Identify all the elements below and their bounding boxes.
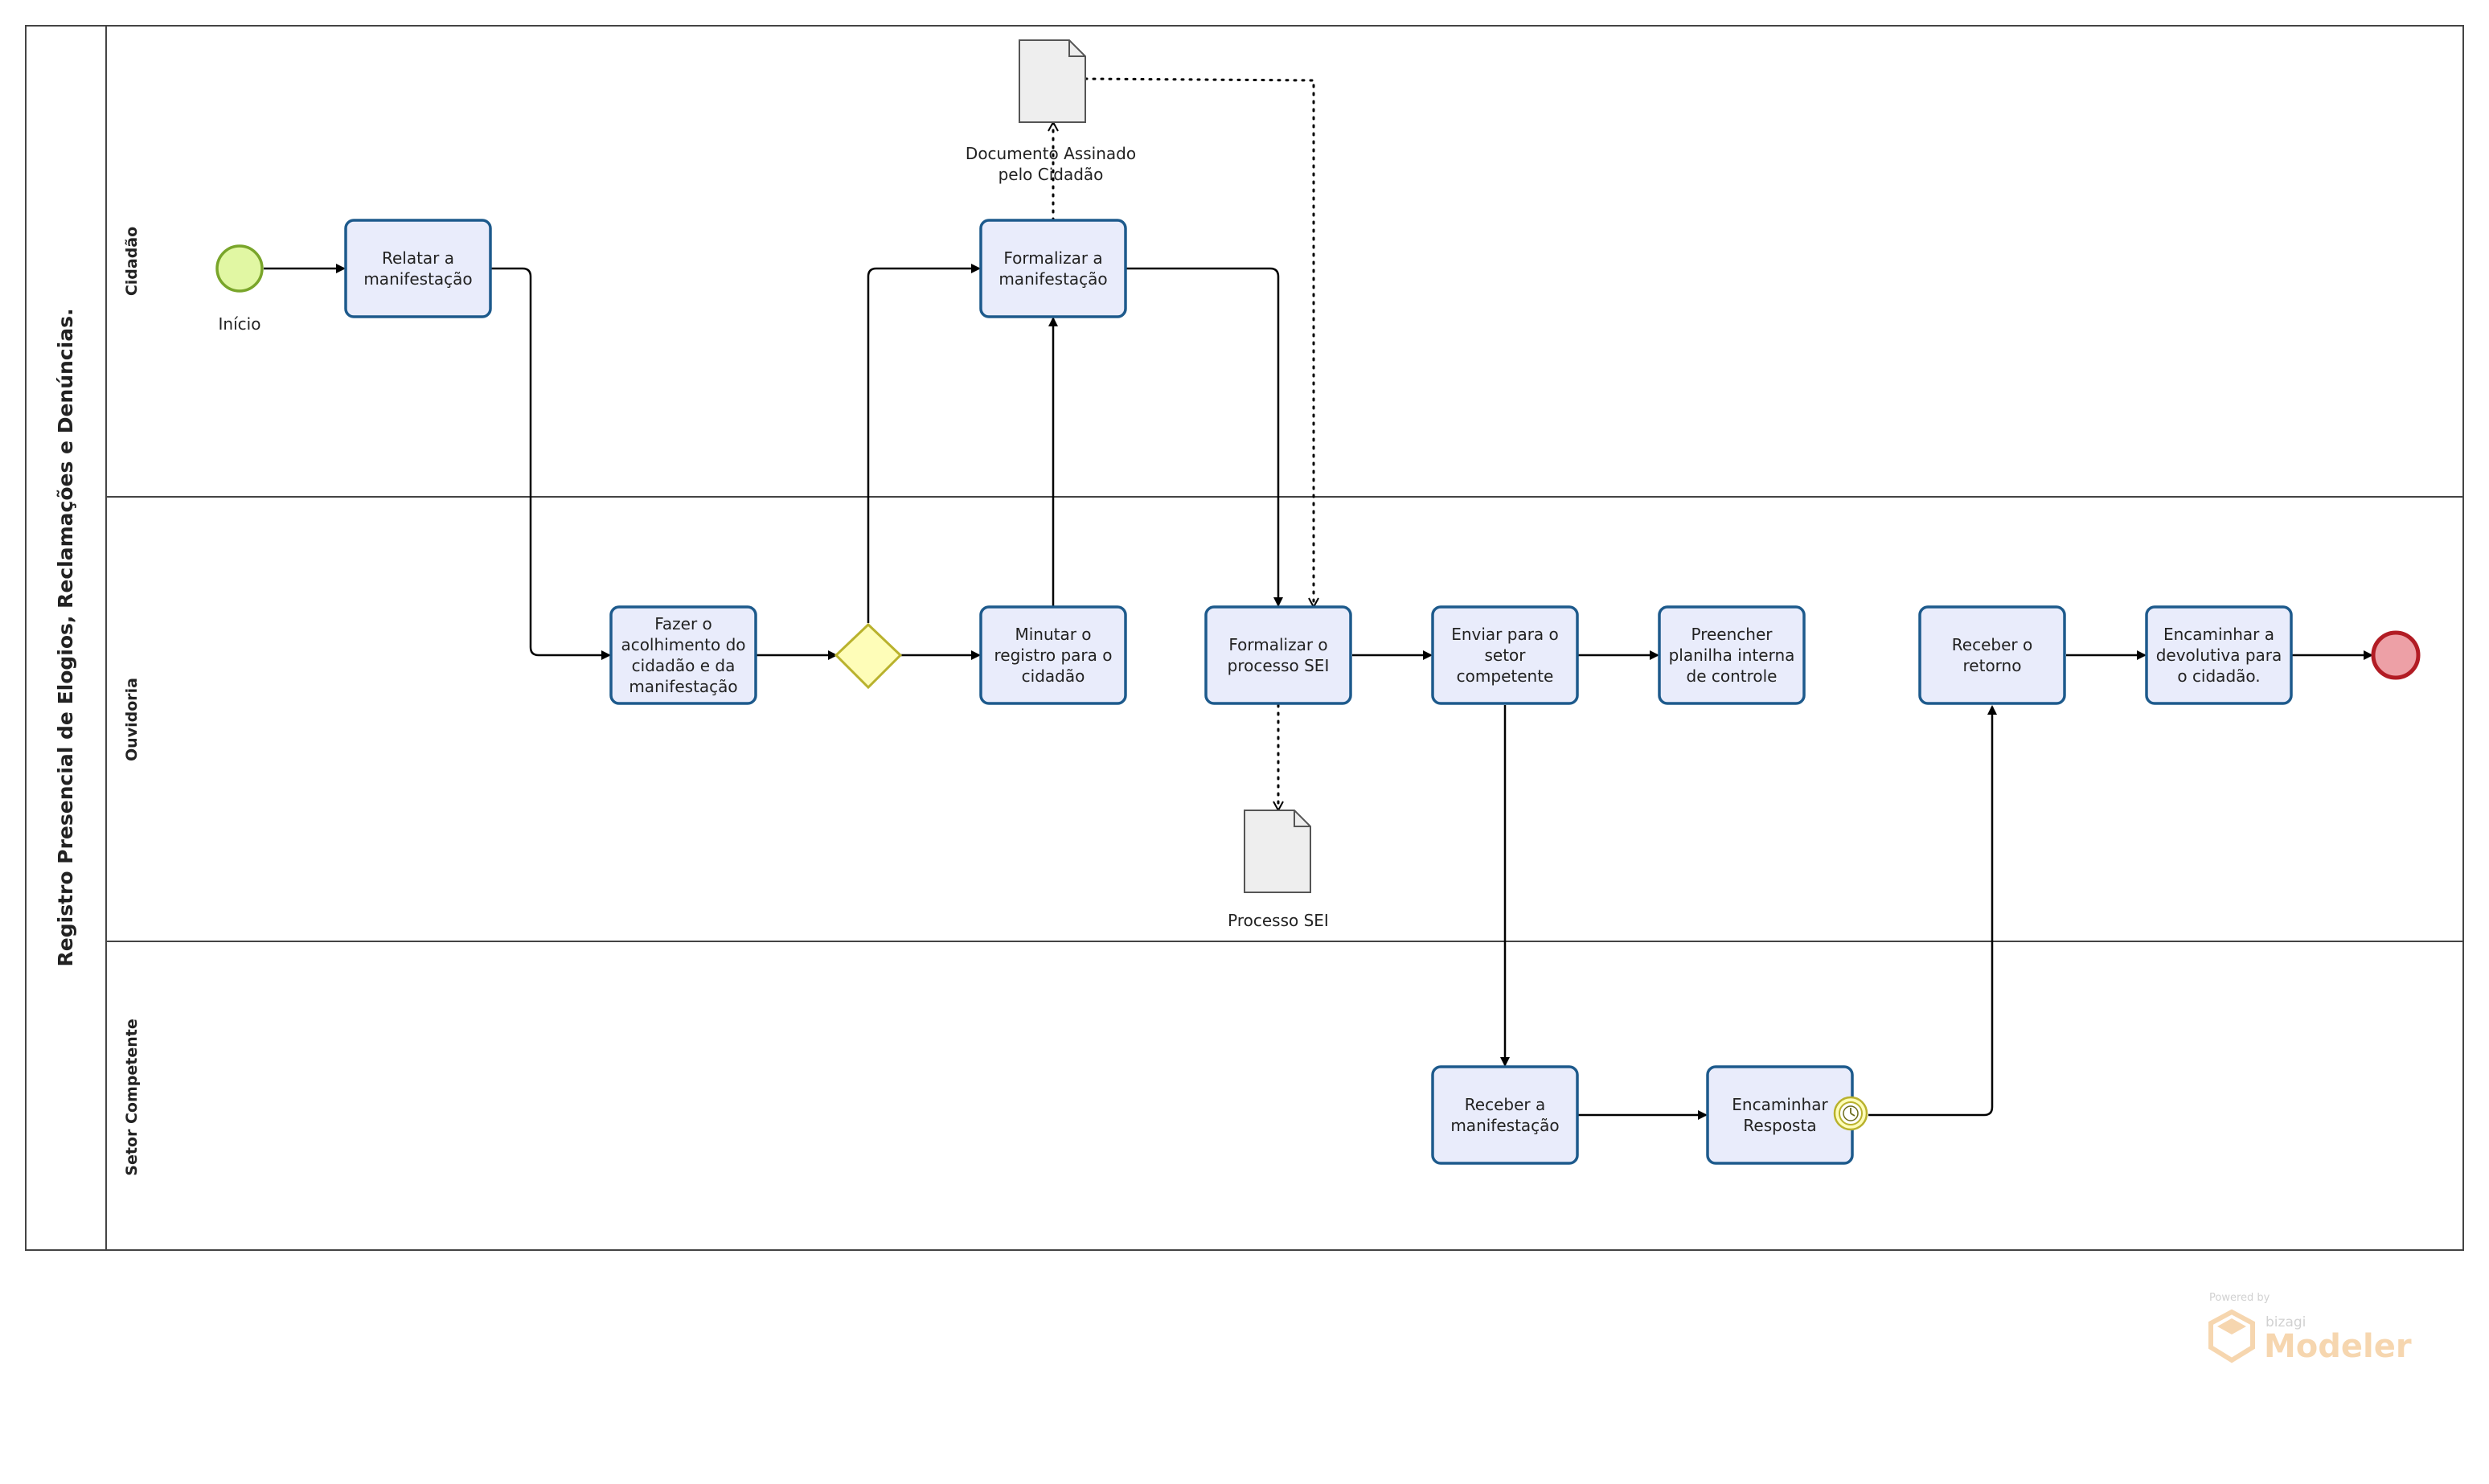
flow-relatar-to-fazer[interactable] — [490, 267, 611, 660]
powered-by-text: Powered by — [2209, 1292, 2270, 1304]
end-event[interactable] — [2371, 630, 2421, 680]
task-label-line: setor — [1484, 646, 1526, 665]
task-label-line: Preencher — [1691, 625, 1773, 644]
task-fazer[interactable]: Fazer o acolhimento do cidadão e da manifes… — [609, 605, 757, 705]
task-label-line: Relatar a — [382, 248, 454, 268]
task-receber-manif[interactable]: Receber a manifestação — [1431, 1065, 1579, 1165]
task-label-line: Receber o — [1952, 635, 2032, 654]
lane-label-cidadao: Cidadão — [123, 227, 141, 296]
flow-gateway-to-formalizar-manif[interactable] — [867, 264, 981, 623]
lane-setor-competente: Setor Competente — [123, 1019, 141, 1175]
lane-ouvidoria: Ouvidoria — [106, 678, 2463, 942]
task-label-line: registro para o — [994, 646, 1112, 665]
product-name: Modeler — [2264, 1328, 2412, 1365]
task-label-line: retorno — [1963, 656, 2022, 675]
task-label-line: Enviar para o — [1451, 625, 1559, 644]
lane-label-ouvidoria: Ouvidoria — [123, 678, 141, 761]
task-label-line: Receber a — [1465, 1095, 1545, 1114]
task-label-line: Encaminhar — [1732, 1095, 1828, 1114]
flow-timer-to-receber-retorno[interactable] — [1868, 705, 1997, 1117]
start-event[interactable] — [215, 244, 264, 293]
task-formalizar-sei[interactable]: Formalizar o processo SEI — [1204, 605, 1352, 705]
bizagi-logo-icon — [2208, 1309, 2255, 1363]
exclusive-gateway[interactable] — [834, 622, 903, 690]
task-label-line: manifestação — [998, 269, 1107, 289]
task-label-line: Resposta — [1743, 1116, 1816, 1135]
sequence-flows — [264, 264, 2373, 1120]
task-label-line: o cidadão. — [2177, 666, 2260, 686]
task-label-line: processo SEI — [1228, 656, 1330, 675]
document-icon — [1019, 39, 1086, 123]
branding-watermark: Powered by bizagi Modeler — [2208, 1292, 2412, 1365]
task-label-line: planilha interna — [1669, 646, 1795, 665]
flow-formalizar-manif-to-formalizar-sei[interactable] — [1126, 267, 1283, 607]
task-label-line: de controle — [1687, 666, 1778, 686]
task-label-line: acolhimento do — [621, 635, 745, 654]
clock-icon — [1843, 1105, 1859, 1121]
task-label-line: manifestação — [1450, 1116, 1559, 1135]
task-label-line: devolutiva para — [2156, 646, 2282, 665]
task-label-line: Fazer o — [654, 614, 712, 633]
task-label-line: competente — [1457, 666, 1554, 686]
task-label-line: Encaminhar a — [2163, 625, 2274, 644]
artifact-label-line-1: Documento Assinado — [966, 144, 1136, 163]
timer-boundary-event[interactable] — [1833, 1096, 1868, 1131]
task-label-line: Formalizar o — [1228, 635, 1327, 654]
assoc-doc-to-formalizar-sei[interactable] — [1084, 77, 1314, 607]
artifact-documento-assinado[interactable] — [1019, 39, 1086, 123]
vendor-name: bizagi — [2266, 1314, 2306, 1330]
task-label-line: manifestação — [363, 269, 472, 289]
task-label-line: cidadão — [1022, 666, 1085, 686]
artifact-label-line-2: pelo Cidadão — [998, 165, 1104, 184]
task-label-line: manifestação — [629, 677, 737, 696]
artifact-processo-sei[interactable] — [1244, 810, 1311, 893]
task-label-line: cidadão e da — [632, 656, 736, 675]
start-event-label: Início — [219, 314, 261, 334]
artifact-label: Processo SEI — [1228, 911, 1329, 930]
task-label-line: Formalizar a — [1003, 248, 1102, 268]
document-icon — [1244, 810, 1311, 893]
associations — [1053, 77, 1314, 810]
lane-label-setor-competente: Setor Competente — [123, 1019, 141, 1175]
task-label-line: Minutar o — [1015, 625, 1091, 644]
task-receber-retorno[interactable]: Receber o retorno — [1918, 605, 2066, 705]
pool-title: Registro Presencial de Elogios, Reclamaç… — [54, 309, 77, 967]
lane-cidadao: Cidadão — [106, 227, 2463, 498]
